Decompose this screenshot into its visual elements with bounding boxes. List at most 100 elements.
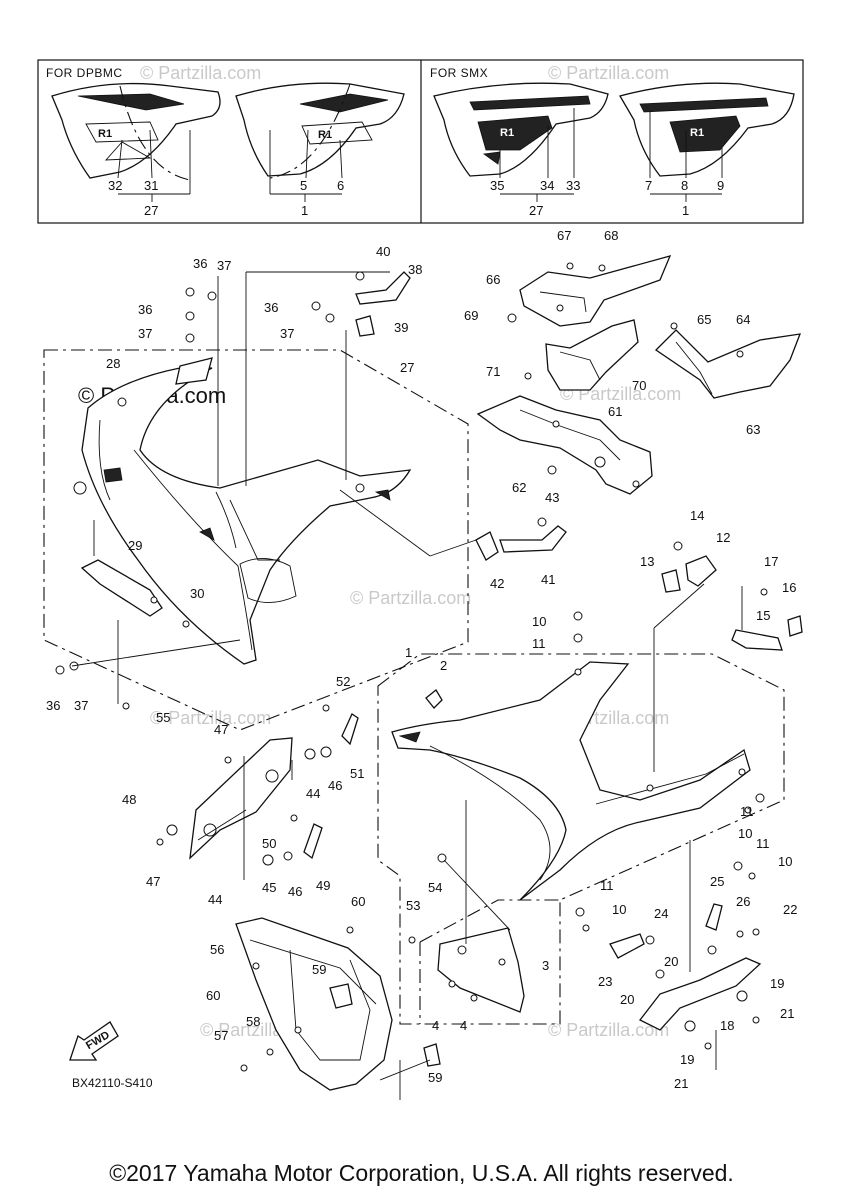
watermark: © Partzilla.com <box>548 1020 669 1040</box>
callout: 5 <box>300 178 307 193</box>
callout: 10 <box>532 614 546 629</box>
callout: 59 <box>312 962 326 977</box>
callout: 16 <box>782 580 796 595</box>
callout: 38 <box>408 262 422 277</box>
callout: 36 <box>46 698 60 713</box>
callout: 40 <box>376 244 390 259</box>
stay-15 <box>731 629 783 651</box>
drawing-code: BX42110-S410 <box>72 1076 153 1090</box>
inner-panel-44 <box>189 737 293 860</box>
dpbmc-cowl-right: R1 <box>235 82 405 179</box>
callout: 11 <box>600 878 614 893</box>
callout: 49 <box>316 878 330 893</box>
leader-lines <box>71 271 743 1100</box>
callout: 17 <box>764 554 778 569</box>
clip-59b <box>423 1043 441 1067</box>
callout: 71 <box>486 364 500 379</box>
callout: 48 <box>122 792 136 807</box>
callout: 69 <box>464 308 478 323</box>
callout: 52 <box>336 674 350 689</box>
callout: 63 <box>746 422 760 437</box>
clip-39 <box>355 315 375 337</box>
callout: 24 <box>654 906 668 921</box>
bracket-61 <box>476 395 653 495</box>
callout: 37 <box>74 698 88 713</box>
callout: 11 <box>740 804 754 819</box>
callout: 56 <box>210 942 224 957</box>
panel-28 <box>175 357 213 385</box>
callout: 51 <box>350 766 364 781</box>
callout: 19 <box>770 976 784 991</box>
callout: 43 <box>545 490 559 505</box>
callout: 42 <box>490 576 504 591</box>
callout: 54 <box>428 880 442 895</box>
callout: 10 <box>738 826 752 841</box>
callout: 30 <box>190 586 204 601</box>
bracket-49 <box>303 823 323 860</box>
parts-diagram: FOR DPBMC FOR SMX © Partzilla.com © Part… <box>37 59 804 1100</box>
callout: 2 <box>440 658 447 673</box>
callout: 66 <box>486 272 500 287</box>
callout: 32 <box>108 178 122 193</box>
callout: 28 <box>106 356 120 371</box>
svg-text:R1: R1 <box>318 129 332 141</box>
clip-59 <box>329 983 353 1009</box>
callout: 36 <box>193 256 207 271</box>
callout: 55 <box>156 710 170 725</box>
callout: 23 <box>598 974 612 989</box>
watermark: © Partzilla.com <box>350 588 471 608</box>
fwd-arrow-icon: FWD <box>69 1021 119 1061</box>
callout: 8 <box>681 178 688 193</box>
stay-42 <box>475 531 499 561</box>
watermark: © Partzilla.com <box>140 63 261 83</box>
callout: 27 <box>144 203 158 218</box>
callout: 26 <box>736 894 750 909</box>
callout: 58 <box>246 1014 260 1029</box>
callout: 18 <box>720 1018 734 1033</box>
dpbmc-cowl-left: R1 <box>51 82 221 181</box>
watermark: © Partzilla.com <box>548 63 669 83</box>
callout: 60 <box>351 894 365 909</box>
callout: 50 <box>262 836 276 851</box>
callout: 27 <box>529 203 543 218</box>
callout: 60 <box>206 988 220 1003</box>
bracket-70 <box>545 319 639 391</box>
svg-text:R1: R1 <box>500 127 514 139</box>
callout: 6 <box>337 178 344 193</box>
bracket-29 <box>80 559 163 617</box>
callout: 67 <box>557 228 571 243</box>
assembly-outlines <box>43 349 785 1025</box>
callout: 57 <box>214 1028 228 1043</box>
callout: 15 <box>756 608 770 623</box>
callout: 36 <box>138 302 152 317</box>
side-cowl-1 <box>391 661 751 901</box>
smx-cowl-left: R1 <box>433 82 609 177</box>
callout: 21 <box>674 1076 688 1091</box>
callout: 11 <box>532 636 546 651</box>
grommet-2 <box>425 689 443 709</box>
callout: 19 <box>680 1052 694 1067</box>
lower-cowl-56 <box>235 917 393 1091</box>
callout: 20 <box>664 954 678 969</box>
smx-cowl-right: R1 <box>619 82 795 177</box>
callout: 1 <box>301 203 308 218</box>
svg-text:R1: R1 <box>98 128 112 140</box>
callout: 46 <box>288 884 302 899</box>
callout: 4 <box>460 1018 467 1033</box>
callout: 1 <box>682 203 689 218</box>
callout: 22 <box>783 902 797 917</box>
bracket-51 <box>341 713 359 746</box>
callout: 10 <box>612 902 626 917</box>
stay-38 <box>355 271 411 305</box>
callout: 14 <box>690 508 704 523</box>
callout: 53 <box>406 898 420 913</box>
callout: 3 <box>542 958 549 973</box>
callout: 45 <box>262 880 276 895</box>
callout-labels: 32 31 27 5 6 1 35 34 33 27 7 8 9 1 36 37… <box>46 178 797 1091</box>
bracket-12 <box>685 555 717 587</box>
callout: 11 <box>756 836 770 851</box>
callout: 37 <box>280 326 294 341</box>
callout: 46 <box>328 778 342 793</box>
fasteners <box>55 262 768 1072</box>
callout: 47 <box>214 722 228 737</box>
